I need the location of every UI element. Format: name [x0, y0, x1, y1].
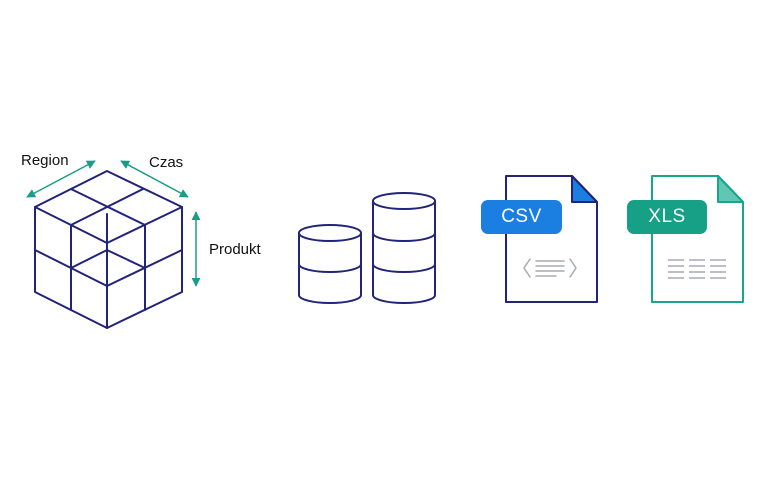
database-cylinder-tall — [372, 192, 436, 304]
xls-file-icon — [651, 175, 744, 303]
time-arrow — [120, 160, 189, 198]
product-label: Produkt — [209, 241, 261, 258]
region-label: Region — [21, 152, 69, 169]
csv-file-icon — [505, 175, 598, 303]
cube-icon — [34, 170, 183, 329]
csv-badge-label: CSV — [501, 206, 542, 227]
csv-badge: CSV — [481, 200, 562, 234]
code-glyph-icon — [523, 258, 577, 278]
table-glyph-icon — [668, 259, 726, 279]
region-arrow — [26, 160, 96, 198]
database-cylinder-small — [298, 224, 362, 304]
database-icon — [298, 192, 436, 304]
xls-badge: XLS — [627, 200, 707, 234]
xls-badge-label: XLS — [648, 206, 686, 227]
time-label: Czas — [149, 154, 184, 171]
